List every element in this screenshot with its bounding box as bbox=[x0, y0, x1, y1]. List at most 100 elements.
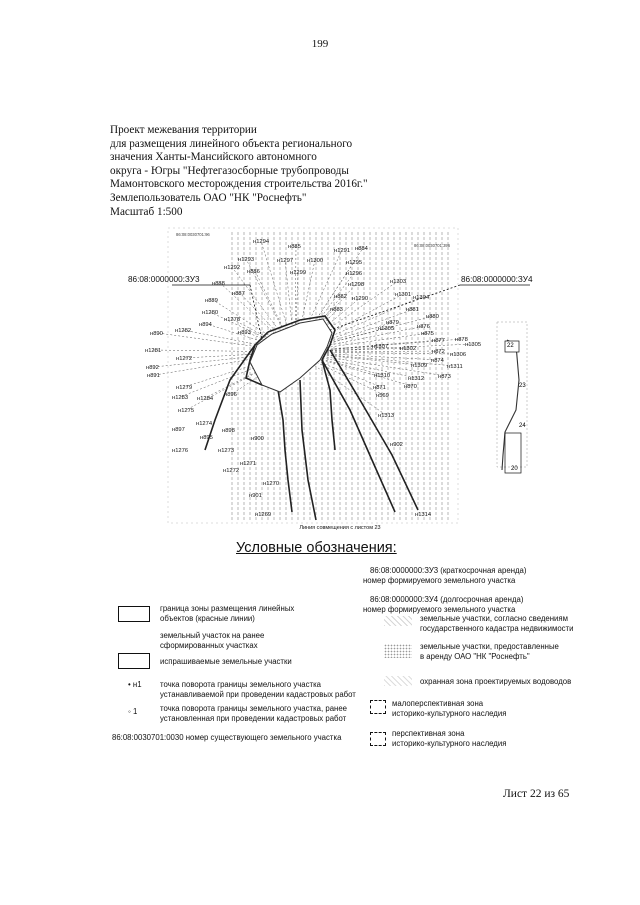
legend-text: испрашиваемые земельные участки bbox=[160, 657, 292, 666]
point-label: н1292 bbox=[224, 265, 240, 271]
point-label: н1310 bbox=[374, 373, 390, 379]
legend-text: земельные участки, согласно сведениям bbox=[420, 614, 568, 623]
inset-map: 22 23 24 20 bbox=[496, 321, 528, 474]
point-label: н1272 bbox=[223, 468, 239, 474]
point-label: н1303 bbox=[390, 279, 406, 285]
minor-heritage-symbol bbox=[370, 700, 386, 714]
legend-text: земельный участок на ранее bbox=[160, 631, 265, 640]
legend-text: сформированных участках bbox=[160, 641, 258, 650]
radial-line bbox=[157, 332, 296, 353]
joint-line-label: Линия совмещения с листом 23 bbox=[299, 525, 380, 531]
legend-text: номер формируемого земельного участка bbox=[363, 576, 516, 585]
point-label: н887 bbox=[232, 291, 245, 297]
legend-text: номер формируемого земельного участка bbox=[363, 605, 516, 614]
point-label: н901 bbox=[249, 493, 262, 499]
legend-text: 86:08:0030701:0030 номер существующего з… bbox=[112, 733, 342, 742]
legend-text: земельные участки, предоставленные bbox=[420, 642, 559, 651]
header-line: Землепользователь ОАО "НК "Роснефть" bbox=[110, 191, 307, 204]
cadastral-number: 86:08:0030701:96 bbox=[176, 232, 210, 237]
point-label: н883 bbox=[330, 307, 343, 313]
legend-text: точка поворота границы земельного участк… bbox=[160, 704, 348, 713]
header-line: Масштаб 1:500 bbox=[110, 205, 183, 218]
point-label: н1302 bbox=[400, 346, 416, 352]
legend-text: историко-культурного наследия bbox=[392, 709, 507, 718]
page-number: 199 bbox=[311, 38, 329, 50]
requested-parcel-symbol bbox=[118, 653, 150, 669]
point-label: н882 bbox=[334, 294, 347, 300]
parcel-boundary bbox=[249, 318, 333, 393]
point-label: н870 bbox=[404, 384, 417, 390]
point-label: н1274 bbox=[196, 421, 213, 427]
heritage-symbol bbox=[370, 732, 386, 746]
point-label: н1271 bbox=[240, 461, 256, 467]
point-label: н897 bbox=[172, 427, 185, 433]
legend-text: перспективная зона bbox=[392, 729, 465, 738]
legend-text: точка поворота границы земельного участк… bbox=[160, 680, 322, 689]
radial-line bbox=[294, 249, 343, 353]
point-label: н1284 bbox=[197, 396, 214, 402]
point-label: н1304 bbox=[413, 295, 430, 301]
legend-text: объектов (красные линии) bbox=[160, 614, 255, 623]
point-label: н1282 bbox=[175, 328, 191, 334]
point-label: н1278 bbox=[224, 317, 240, 323]
point-label: н884 bbox=[355, 246, 369, 252]
radial-line bbox=[294, 351, 387, 416]
point-label: н879 bbox=[386, 320, 399, 326]
legend-text: историко-культурного наследия bbox=[392, 739, 507, 748]
radial-line bbox=[284, 259, 296, 353]
point-label: н878 bbox=[455, 337, 468, 343]
point-label: н898 bbox=[222, 428, 235, 434]
point-label: н872 bbox=[432, 349, 445, 355]
legend-text: 86:08:0000000:ЗУ4 (долгосрочная аренда) bbox=[370, 595, 524, 604]
legend-text: 1 bbox=[132, 707, 138, 716]
header-line: значения Ханты-Мансийского автономного bbox=[110, 151, 317, 164]
point-label: н875 bbox=[421, 331, 434, 337]
point-label: н1299 bbox=[290, 270, 306, 276]
header-line: Мамонтовского месторождения строительств… bbox=[110, 178, 368, 191]
legend-text: охранная зона проектируемых водоводов bbox=[420, 677, 572, 686]
radial-line bbox=[183, 351, 296, 359]
legend-text: устанавливаемой при проведении кадастров… bbox=[160, 690, 356, 699]
sheet-number: Лист 22 из 65 bbox=[503, 788, 570, 800]
point-label: н1312 bbox=[408, 376, 424, 382]
point-label: н885 bbox=[288, 244, 301, 250]
rosneft-lease-symbol bbox=[384, 644, 412, 658]
radial-line bbox=[294, 296, 422, 353]
point-label: н894 bbox=[199, 322, 213, 328]
point-label: н893 bbox=[238, 330, 251, 336]
header-line: для размещения линейного объекта региона… bbox=[110, 137, 353, 150]
legend-text: государственного кадастра недвижимости bbox=[420, 624, 574, 633]
point-label: н1300 bbox=[307, 258, 323, 264]
point-label: н886 bbox=[247, 269, 260, 275]
radial-line bbox=[294, 351, 456, 367]
point-label: н889 bbox=[205, 298, 218, 304]
parcel-label-left: 86:08:0000000:ЗУ3 bbox=[128, 275, 200, 284]
point-label: н1294 bbox=[253, 239, 270, 245]
inset-label: 20 bbox=[511, 466, 518, 472]
point-label: н1280 bbox=[202, 310, 218, 316]
point-label: н1307 bbox=[372, 344, 388, 350]
point-label: н1296 bbox=[346, 271, 362, 277]
point-label: н902 bbox=[390, 442, 403, 448]
point-label: н895 bbox=[200, 435, 213, 441]
leader-line bbox=[329, 284, 461, 331]
gkn-parcel-symbol bbox=[384, 616, 412, 626]
point-label: н1313 bbox=[378, 413, 394, 419]
legend-text: установленная при проведении кадастровых… bbox=[160, 714, 347, 723]
point-label: н1269 bbox=[255, 512, 271, 518]
point-label: н1306 bbox=[450, 352, 466, 358]
point-label: н1297 bbox=[277, 258, 293, 264]
point-label: н871 bbox=[373, 385, 386, 391]
inset-box bbox=[504, 432, 522, 474]
point-label: н876 bbox=[417, 324, 430, 330]
radial-line bbox=[254, 270, 296, 353]
point-label: н896 bbox=[224, 392, 237, 398]
point-label: н881 bbox=[406, 307, 419, 313]
point-label: н1295 bbox=[346, 260, 362, 266]
point-label: н1301 bbox=[395, 292, 411, 298]
radial-line bbox=[294, 332, 430, 353]
inset-frame bbox=[496, 321, 528, 468]
